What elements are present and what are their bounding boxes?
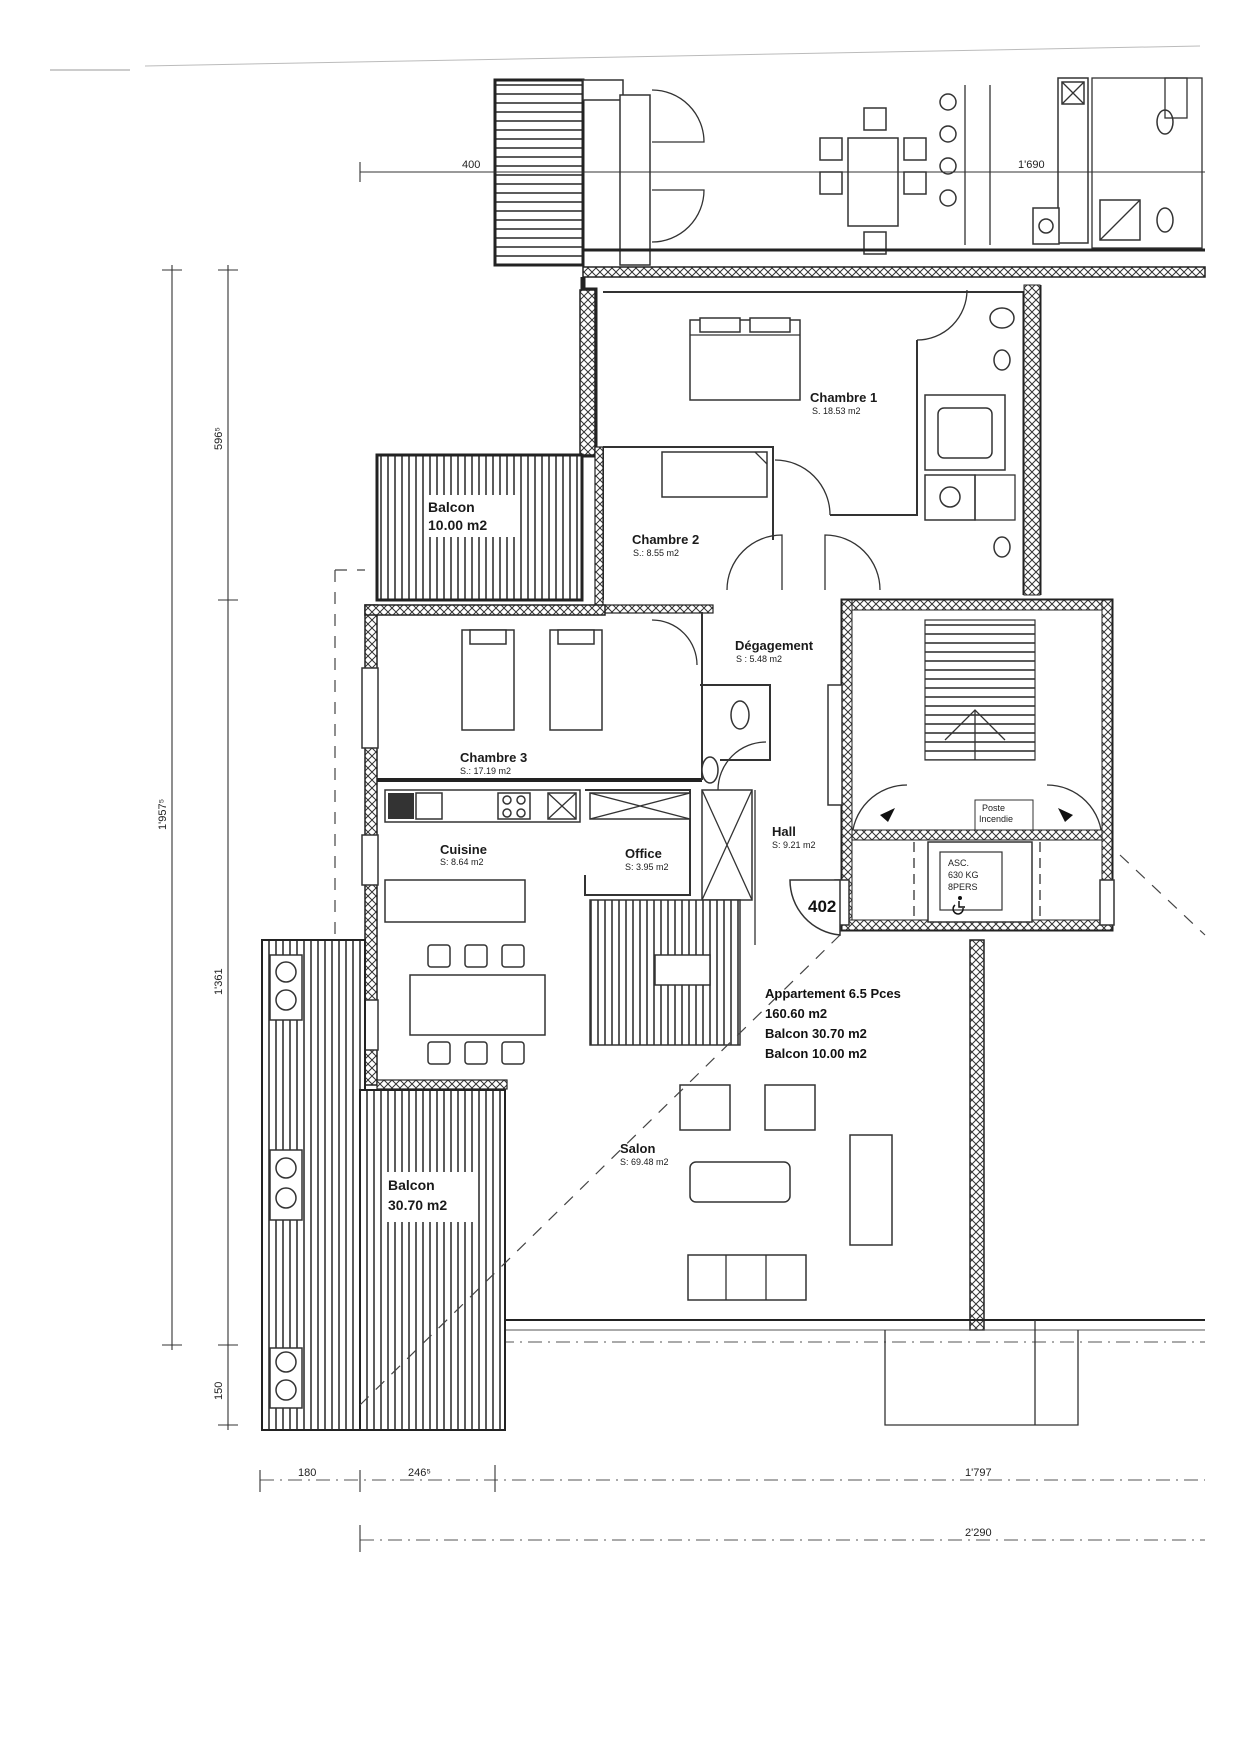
summary-line-2: 160.60 m2	[765, 1006, 827, 1021]
room-area-hall: S: 9.21 m2	[772, 840, 816, 850]
room-name-chambre-1: Chambre 1	[810, 390, 877, 405]
summary-line-1: Appartement 6.5 Pces	[765, 986, 901, 1001]
room-name-chambre-3: Chambre 3	[460, 750, 527, 765]
room-area-salon: S: 69.48 m2	[620, 1157, 669, 1167]
elevator-label-2: 630 KG	[948, 870, 979, 880]
stair-elevator-core: Poste Incendie ASC. 630 KG 8PERS	[827, 598, 1115, 932]
dim-bottom-2: 246⁵	[408, 1467, 431, 1479]
room-labels: Chambre 1 S. 18.53 m2 Chambre 2 S.: 8.55…	[440, 390, 877, 1167]
dim-top-right: 1'690	[1018, 159, 1045, 171]
room-area-cuisine: S: 8.64 m2	[440, 857, 484, 867]
apartment-walls	[361, 277, 1205, 1426]
room-area-office: S: 3.95 m2	[625, 862, 669, 872]
elevator-label-1: ASC.	[948, 858, 969, 868]
room-name-cuisine: Cuisine	[440, 842, 487, 857]
dim-bottom-3: 1'797	[965, 1467, 992, 1479]
dim-vertical-lower: 1'361	[213, 968, 225, 995]
dim-vertical-bottom: 150	[213, 1382, 225, 1400]
balcony-30-70-area: 30.70 m2	[388, 1197, 447, 1213]
room-name-degagement: Dégagement	[735, 638, 814, 653]
dim-top-left: 400	[462, 159, 480, 171]
apartment-summary: Appartement 6.5 Pces 160.60 m2 Balcon 30…	[765, 986, 901, 1061]
dimensions-vertical: 1'957⁵ 596⁵ 1'361 150	[157, 265, 238, 1430]
balcony-10: Balcon 10.00 m2	[375, 453, 584, 602]
planter-icon	[269, 1347, 303, 1409]
balcony-30-70: Balcon 30.70 m2	[261, 939, 506, 1431]
balcony-10-area: 10.00 m2	[428, 517, 487, 533]
room-area-degagement: S : 5.48 m2	[736, 654, 782, 664]
dim-bottom-1: 180	[298, 1467, 316, 1479]
room-name-office: Office	[625, 846, 662, 861]
dim-bottom-total: 2'290	[965, 1527, 992, 1539]
room-name-hall: Hall	[772, 824, 796, 839]
upper-neighbor-area	[493, 77, 1205, 267]
apartment-door: 402	[789, 879, 841, 936]
room-area-chambre-2: S.: 8.55 m2	[633, 548, 679, 558]
apartment-number: 402	[808, 897, 836, 916]
summary-line-4: Balcon 10.00 m2	[765, 1046, 867, 1061]
dim-vertical-upper: 596⁵	[213, 427, 225, 450]
room-area-chambre-3: S.: 17.19 m2	[460, 766, 511, 776]
furniture	[384, 289, 1016, 1301]
balcony-30-70-name: Balcon	[388, 1177, 435, 1193]
room-name-chambre-2: Chambre 2	[632, 532, 699, 547]
fire-post-label-2: Incendie	[979, 814, 1013, 824]
elevator-label-3: 8PERS	[948, 882, 978, 892]
page-edge-lines	[50, 45, 1201, 71]
dim-vertical-total: 1'957⁵	[157, 799, 169, 830]
north-wall	[582, 266, 1206, 278]
dimensions-top: 400 1'690	[359, 159, 1205, 182]
dashed-guidelines	[334, 569, 1206, 1406]
planter-icon	[269, 954, 303, 1021]
balcony-10-name: Balcon	[428, 499, 475, 515]
planter-icon	[269, 1149, 303, 1221]
dimensions-bottom: 180 246⁵ 1'797 2'290	[259, 1465, 1205, 1552]
fire-post-label-1: Poste	[982, 803, 1005, 813]
room-name-salon: Salon	[620, 1141, 655, 1156]
wheelchair-icon	[952, 896, 965, 915]
summary-line-3: Balcon 30.70 m2	[765, 1026, 867, 1041]
room-area-chambre-1: S. 18.53 m2	[812, 406, 861, 416]
